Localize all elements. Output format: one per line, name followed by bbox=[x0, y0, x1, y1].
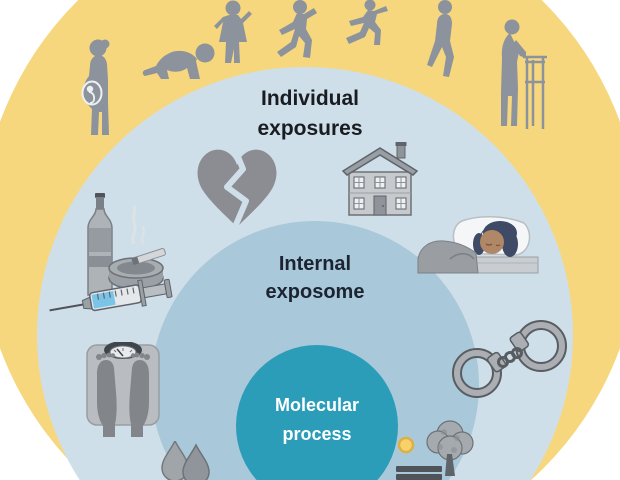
smoke-wisp bbox=[131, 205, 137, 245]
walking-adult-icon bbox=[418, 0, 470, 78]
individual-exposures-label-line2: exposures bbox=[257, 117, 363, 140]
internal-exposome-label: Internal exposome bbox=[222, 250, 408, 306]
weight-scale-icon bbox=[84, 342, 162, 438]
blanket bbox=[417, 240, 479, 274]
individual-exposures-label-line1: Individual bbox=[260, 87, 359, 110]
alcohol-tobacco-syringe-icon bbox=[48, 192, 184, 312]
toddler-icon bbox=[210, 0, 256, 66]
bench-slat bbox=[396, 474, 442, 480]
pregnant-woman-icon bbox=[74, 38, 124, 138]
smoke-wisp bbox=[140, 225, 146, 245]
tree-trunk bbox=[445, 454, 455, 476]
walker-frame bbox=[523, 55, 547, 129]
sun bbox=[397, 436, 415, 454]
internal-exposome-label-line1: Internal bbox=[278, 253, 352, 275]
house-icon bbox=[340, 141, 420, 217]
running-adult-icon bbox=[342, 0, 392, 46]
internal-exposome-label-line2: exposome bbox=[265, 281, 365, 303]
broken-heart-icon bbox=[194, 144, 280, 234]
crawling-baby-icon bbox=[138, 42, 218, 80]
water-droplets-icon bbox=[158, 441, 214, 480]
elderly-with-walker-icon bbox=[494, 16, 548, 132]
molecular-process-label-line2: process bbox=[282, 424, 352, 444]
bench-slat bbox=[396, 466, 442, 472]
tree-with-bench-and-sun-icon bbox=[394, 418, 496, 480]
running-child-icon bbox=[268, 0, 324, 62]
individual-exposures-label: Individual exposures bbox=[225, 84, 395, 144]
molecular-process-label: Molecular process bbox=[240, 391, 394, 449]
molecular-process-ring bbox=[236, 345, 398, 480]
sleeping-person-icon bbox=[416, 213, 540, 279]
molecular-process-label-line1: Molecular bbox=[274, 395, 360, 415]
handcuffs-icon bbox=[450, 320, 570, 400]
